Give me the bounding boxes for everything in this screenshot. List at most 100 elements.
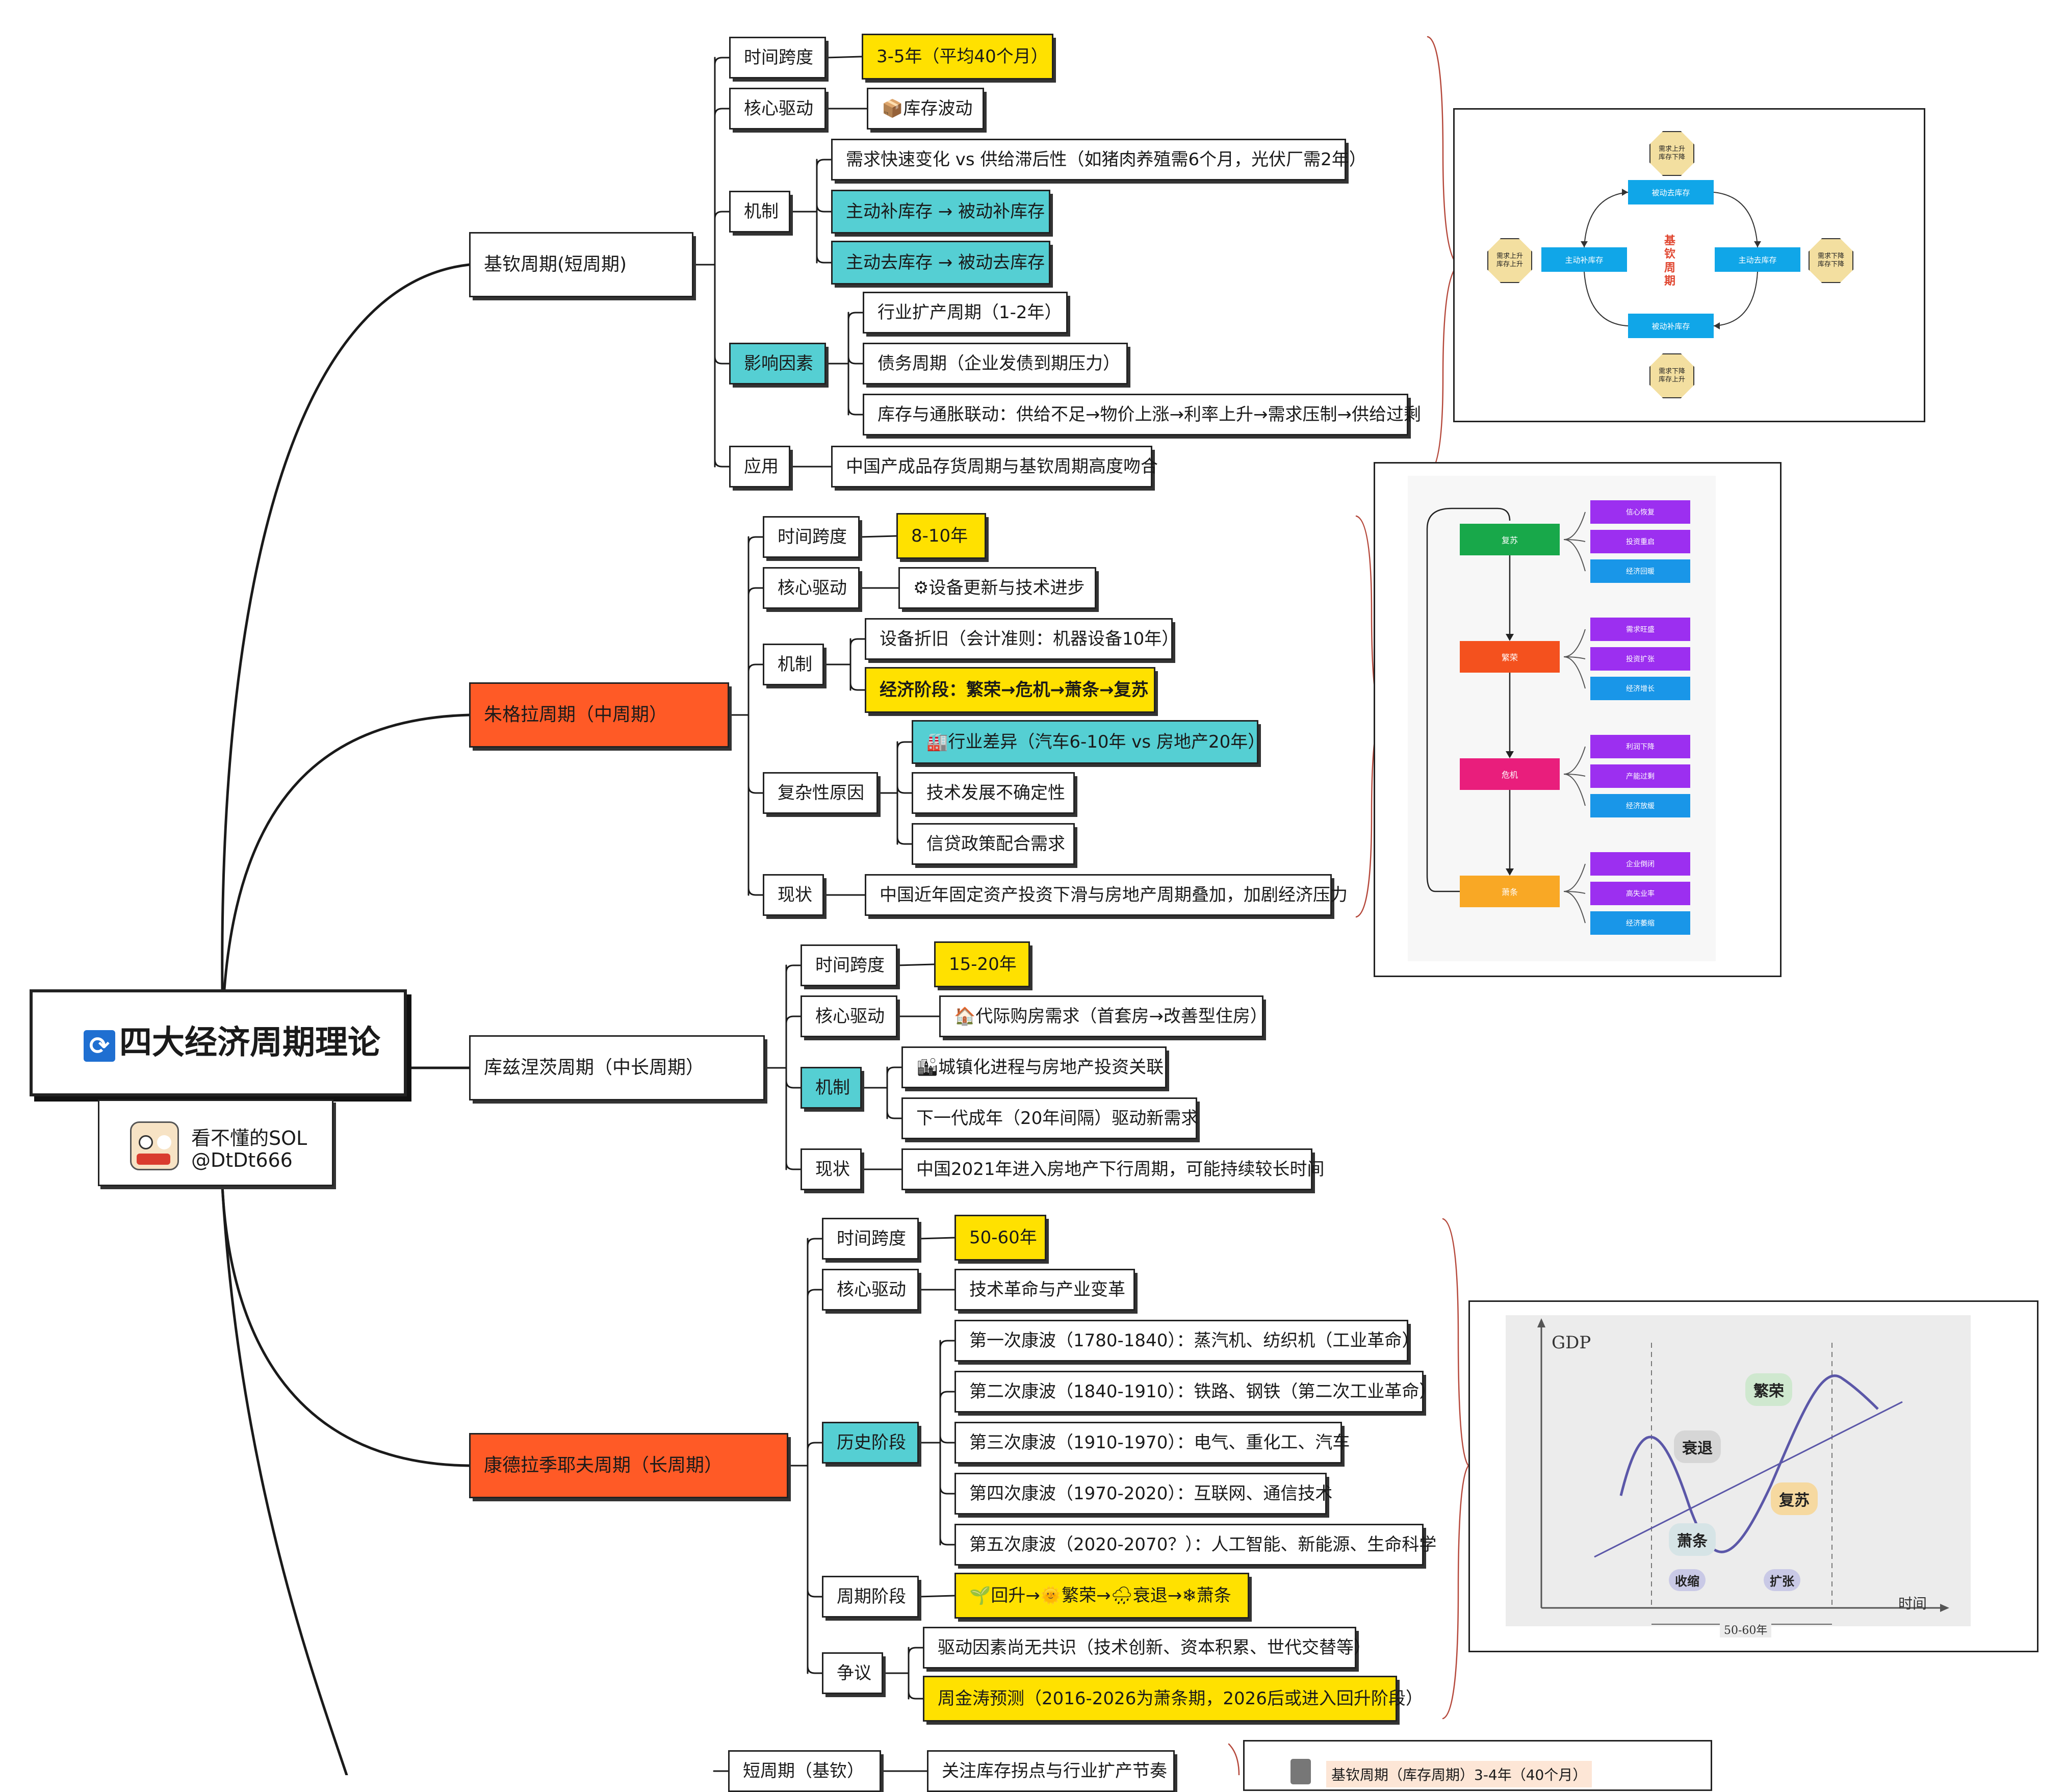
phase-box-1: 繁荣 xyxy=(1460,641,1560,673)
wave-span: 50-60年 xyxy=(1720,1621,1772,1637)
kitchin-factor-item-1[interactable]: 行业扩产周期（1-2年） xyxy=(863,292,1068,334)
branch-juglar[interactable]: 朱格拉周期（中周期） xyxy=(469,682,729,748)
phase-item-1-1: 投资扩张 xyxy=(1590,647,1690,671)
root-node[interactable]: ⟳ 四大经济周期理论 xyxy=(30,989,407,1096)
node-label: 第四次康波（1970-2020）：互联网、通信技术 xyxy=(969,1483,1333,1504)
wave-bottom-contraction: 收缩 xyxy=(1669,1569,1706,1591)
kondra-phase-value[interactable]: 🌱回升→🌞繁荣→🌧衰退→❄萧条 xyxy=(954,1573,1249,1619)
juglar-complex-item-2[interactable]: 技术发展不确定性 xyxy=(912,772,1075,814)
kondra-debate-item-1[interactable]: 驱动因素尚无共识（技术创新、资本积累、世代交替等） xyxy=(923,1627,1371,1669)
kondra-history-item-1[interactable]: 第一次康波（1780-1840）：蒸汽机、纺织机（工业革命） xyxy=(954,1320,1419,1362)
juglar-complex-item-3[interactable]: 信贷政策配合需求 xyxy=(912,823,1075,865)
node-label: 库存与通胀联动：供给不足→物价上涨→利率上升→需求压制→供给过剩 xyxy=(877,404,1421,425)
author-handle: @DtDt666 xyxy=(191,1149,293,1171)
kondra-span-value[interactable]: 50-60年 xyxy=(954,1215,1046,1261)
node-label: 关注库存拐点与行业扩产节奏 xyxy=(942,1761,1167,1781)
kitchin-span-value[interactable]: 3-5年（平均40个月） xyxy=(862,34,1053,80)
juglar-mech-label[interactable]: 机制 xyxy=(763,644,824,685)
kitchin-factor-label[interactable]: 影响因素 xyxy=(729,343,826,385)
phase-box-3: 萧条 xyxy=(1460,876,1560,907)
node-label: 争议 xyxy=(837,1663,871,1683)
kondra-history-item-2[interactable]: 第二次康波（1840-1910）：铁路、钢铁（第二次工业革命） xyxy=(954,1371,1436,1413)
node-label: 现状 xyxy=(815,1159,850,1180)
node-label: 现状 xyxy=(778,885,812,905)
juglar-mech-item-2[interactable]: 经济阶段：繁荣→危机→萧条→复苏 xyxy=(865,667,1155,713)
kondra-debate-item-2[interactable]: 周金涛预测（2016-2026为萧条期，2026后或进入回升阶段） xyxy=(923,1676,1423,1722)
kitchin-span-label[interactable]: 时间跨度 xyxy=(729,37,826,79)
branch-kondratieff[interactable]: 康德拉季耶夫周期（长周期） xyxy=(469,1433,788,1498)
juglar-driver-label[interactable]: 核心驱动 xyxy=(763,567,860,609)
kuznets-status-value[interactable]: 中国2021年进入房地产下行周期，可能持续较长时间 xyxy=(901,1148,1325,1190)
juglar-complex-label[interactable]: 复杂性原因 xyxy=(763,772,878,814)
kitchin-driver-value[interactable]: 📦库存波动 xyxy=(867,88,984,130)
phase-box-0: 复苏 xyxy=(1460,524,1560,555)
kitchin-center-label: 基钦周期 xyxy=(1664,235,1675,288)
kuznets-mech-label[interactable]: 机制 xyxy=(801,1067,862,1109)
oct-right: 需求下降 库存下降 xyxy=(1809,238,1853,283)
kitchin-factor-item-3[interactable]: 库存与通胀联动：供给不足→物价上涨→利率上升→需求压制→供给过剩 xyxy=(863,394,1421,436)
kuznets-driver-label[interactable]: 核心驱动 xyxy=(801,995,897,1037)
document-icon xyxy=(1290,1759,1311,1784)
node-label: 主动补库存 → 被动补库存 xyxy=(846,201,1045,222)
kitchin-mech-item-1[interactable]: 需求快速变化 vs 供给滞后性（如猪肉养殖需6个月，光伏厂需2年） xyxy=(831,139,1366,181)
node-label: 库兹涅茨周期（中长周期） xyxy=(484,1057,705,1078)
wave-chart xyxy=(1537,1318,1949,1625)
bottom-short-label[interactable]: 短周期（基钦） xyxy=(728,1750,881,1792)
node-label: 第三次康波（1910-1970）：电气、重化工、汽车 xyxy=(969,1432,1350,1453)
kuznets-span-value[interactable]: 15-20年 xyxy=(934,941,1030,987)
kondra-driver-label[interactable]: 核心驱动 xyxy=(822,1269,919,1311)
kondra-history-item-4[interactable]: 第四次康波（1970-2020）：互联网、通信技术 xyxy=(954,1473,1332,1515)
kitchin-cycle-arrows xyxy=(1581,189,1761,329)
kondra-history-item-3[interactable]: 第三次康波（1910-1970）：电气、重化工、汽车 xyxy=(954,1422,1350,1464)
kondra-history-label[interactable]: 历史阶段 xyxy=(822,1422,919,1464)
kuznets-mech-item-2[interactable]: 下一代成年（20年间隔）驱动新需求 xyxy=(901,1097,1198,1139)
kondra-debate-label[interactable]: 争议 xyxy=(822,1652,883,1694)
node-label: 机制 xyxy=(778,654,812,675)
oct-top: 需求上升 库存下降 xyxy=(1649,131,1694,176)
phase-item-2-1: 产能过剩 xyxy=(1590,764,1690,788)
juglar-status-label[interactable]: 现状 xyxy=(763,874,824,916)
wave-xlabel: 时间 xyxy=(1898,1595,1927,1612)
box-active-restock: 主动补库存 xyxy=(1541,247,1627,272)
node-label: 时间跨度 xyxy=(778,527,847,547)
kitchin-app-label[interactable]: 应用 xyxy=(729,446,790,488)
node-label: 🏭行业差异（汽车6-10年 vs 房地产20年） xyxy=(926,732,1266,752)
juglar-mech-item-1[interactable]: 设备折旧（会计准则：机器设备10年） xyxy=(865,618,1179,660)
juglar-complex-item-1[interactable]: 🏭行业差异（汽车6-10年 vs 房地产20年） xyxy=(912,720,1265,764)
economic-phase-image: 复苏信心恢复投资重启经济回暖繁荣需求旺盛投资扩张经济增长危机利润下降产能过剩经济… xyxy=(1374,462,1782,977)
bottom-short-value[interactable]: 关注库存拐点与行业扩产节奏 xyxy=(927,1750,1175,1792)
phase-item-2-2: 经济放缓 xyxy=(1590,794,1690,817)
kitchin-app-value[interactable]: 中国产成品存货周期与基钦周期高度吻合 xyxy=(831,446,1158,488)
phase-item-3-2: 经济萎缩 xyxy=(1590,911,1690,935)
node-label: 3-5年（平均40个月） xyxy=(876,46,1048,67)
kondratieff-wave-image: GDP 时间 繁荣 衰退 复苏 萧条 收缩 扩张 50-60年 xyxy=(1468,1300,2038,1652)
juglar-span-value[interactable]: 8-10年 xyxy=(896,513,986,559)
node-label: ⚙设备更新与技术进步 xyxy=(913,578,1085,598)
node-label: 行业扩产周期（1-2年） xyxy=(877,302,1062,323)
kuznets-span-label[interactable]: 时间跨度 xyxy=(801,944,897,986)
node-label: 核心驱动 xyxy=(778,578,847,598)
kuznets-status-label[interactable]: 现状 xyxy=(801,1148,862,1190)
kitchin-mech-item-2[interactable]: 主动补库存 → 被动补库存 xyxy=(831,190,1050,234)
kitchin-driver-label[interactable]: 核心驱动 xyxy=(729,88,826,130)
kitchin-mech-label[interactable]: 机制 xyxy=(729,191,790,233)
node-label: 历史阶段 xyxy=(837,1432,906,1453)
kuznets-mech-item-1[interactable]: 🏙城镇化进程与房地产投资关联 xyxy=(901,1046,1167,1088)
phase-item-3-1: 高失业率 xyxy=(1590,882,1690,905)
kondra-history-item-5[interactable]: 第五次康波（2020-2070？）：人工智能、新能源、生命科学 xyxy=(954,1524,1436,1566)
kondra-phase-label[interactable]: 周期阶段 xyxy=(822,1576,919,1618)
branch-kuznets[interactable]: 库兹涅茨周期（中长周期） xyxy=(469,1035,765,1100)
juglar-driver-value[interactable]: ⚙设备更新与技术进步 xyxy=(898,567,1096,609)
juglar-span-label[interactable]: 时间跨度 xyxy=(763,516,860,558)
kitchin-mech-item-3[interactable]: 主动去库存 → 被动去库存 xyxy=(831,241,1050,285)
kitchin-factor-item-2[interactable]: 债务周期（企业发债到期压力） xyxy=(863,343,1128,385)
branch-kitchin[interactable]: 基钦周期(短周期) xyxy=(469,232,693,297)
wave-bottom-expansion: 扩张 xyxy=(1764,1569,1800,1591)
wave-image-bg xyxy=(1506,1315,1971,1626)
kuznets-driver-value[interactable]: 🏠代际购房需求（首套房→改善型住房） xyxy=(939,995,1268,1037)
kondra-span-label[interactable]: 时间跨度 xyxy=(822,1218,919,1260)
kondra-driver-value[interactable]: 技术革命与产业变革 xyxy=(954,1269,1135,1311)
node-label: 时间跨度 xyxy=(837,1228,906,1249)
juglar-status-value[interactable]: 中国近年固定资产投资下滑与房地产周期叠加，加剧经济压力 xyxy=(865,874,1348,916)
oct-left: 需求上升 库存上升 xyxy=(1487,238,1532,283)
